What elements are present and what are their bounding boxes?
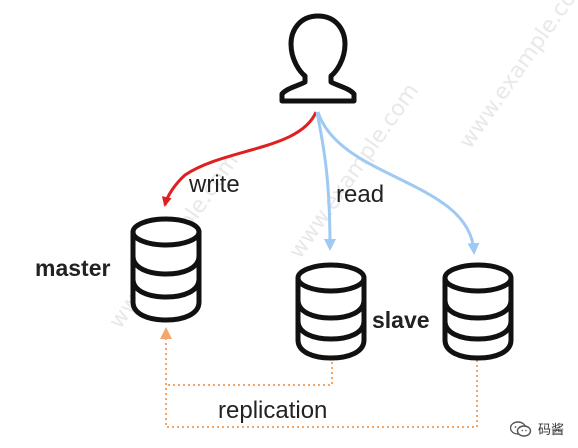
replication-line-slave-1 [166, 362, 333, 386]
replication-line [160, 327, 478, 428]
wechat-icon [509, 420, 532, 437]
read-label: read [336, 181, 384, 208]
master-label: master [35, 255, 110, 281]
svg-text:www.example.com: www.example.com [284, 79, 424, 263]
brand-watermark: 码酱 [509, 419, 564, 438]
slave-label: slave [372, 307, 430, 333]
write-label: write [188, 171, 240, 198]
write-arrow [161, 111, 318, 207]
user-icon [279, 13, 357, 104]
database-icon-slave-1 [295, 262, 367, 361]
database-icon-slave-2 [442, 262, 514, 361]
svg-text:www.example.com: www.example.com [454, 0, 578, 153]
replication-label: replication [218, 397, 327, 424]
brand-text: 码酱 [537, 423, 564, 438]
database-icon-master [130, 216, 202, 323]
read-arrow-slave-2 [316, 111, 480, 255]
read-arrow-slave-1 [315, 111, 336, 251]
